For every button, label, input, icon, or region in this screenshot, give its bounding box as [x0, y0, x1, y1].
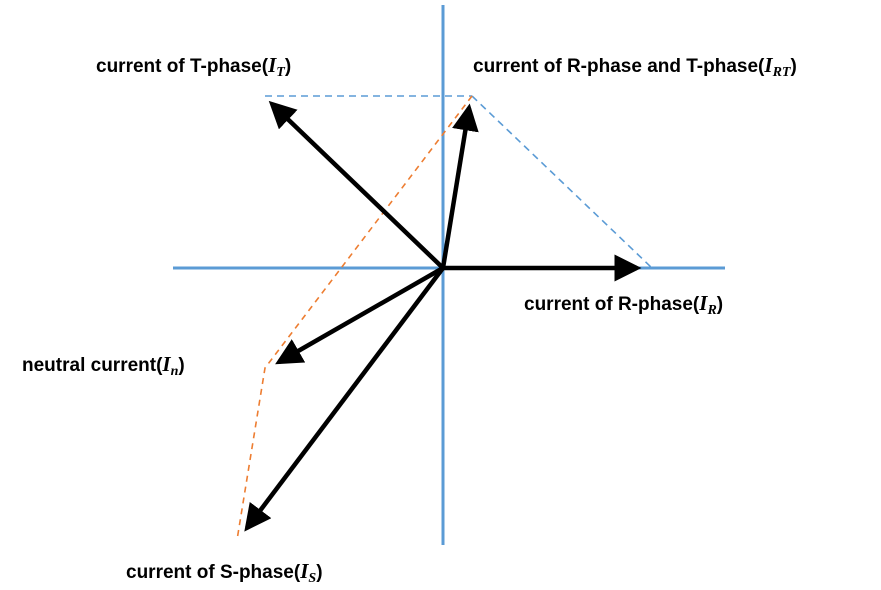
label-is-suffix: ): [316, 562, 323, 583]
label-is-prefix: current of S-phase(: [126, 562, 301, 583]
label-it-symbol: I: [268, 53, 277, 77]
label-irt: current of R-phase and T-phase(IRT): [473, 54, 797, 84]
label-it: current of T-phase(IT): [96, 54, 291, 84]
label-in-suffix: ): [178, 355, 185, 376]
label-it-subscript: T: [276, 65, 285, 80]
vector-in: [275, 266, 445, 365]
label-in-symbol: I: [162, 352, 171, 376]
label-irt-subscript: RT: [772, 65, 791, 80]
label-is: current of S-phase(IS): [126, 560, 323, 590]
label-ir-prefix: current of R-phase(: [524, 294, 700, 315]
label-ir: current of R-phase(IR): [524, 292, 723, 322]
label-ir-suffix: ): [716, 294, 724, 315]
construction-line-irt-to-ir: [471, 95, 653, 269]
vector-irt: [440, 103, 479, 269]
label-is-subscript: S: [308, 571, 317, 586]
label-it-prefix: current of T-phase(: [96, 56, 269, 77]
label-ir-subscript: R: [707, 303, 717, 318]
label-irt-prefix: current of R-phase and T-phase(: [473, 56, 765, 77]
label-in-subscript: n: [170, 364, 179, 379]
label-in: neutral current(In): [22, 353, 185, 383]
label-irt-suffix: ): [790, 56, 797, 77]
label-it-suffix: ): [284, 56, 292, 77]
label-ir-symbol: I: [699, 291, 708, 315]
vector-it: [268, 100, 445, 270]
label-irt-symbol: I: [764, 53, 773, 77]
construction-line-irt-in-is: [236, 95, 473, 541]
label-in-prefix: neutral current(: [22, 355, 163, 376]
vector-is: [244, 266, 445, 532]
label-is-symbol: I: [300, 559, 309, 583]
